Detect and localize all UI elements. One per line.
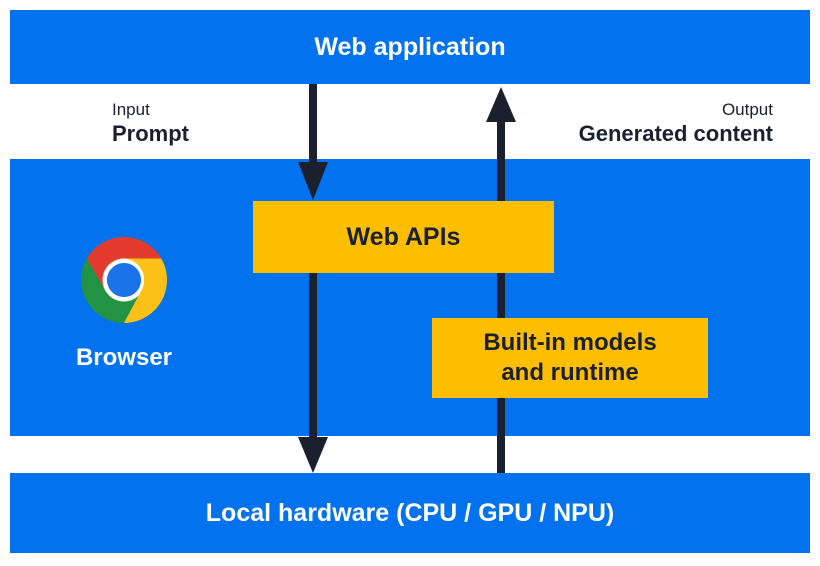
browser-label: Browser xyxy=(75,344,173,371)
input-caption: Input xyxy=(112,100,150,119)
generated-content-label: Generated content xyxy=(578,121,773,146)
chrome-icon xyxy=(81,237,167,323)
output-arrow-line xyxy=(497,122,505,473)
web-apis-label: Web APIs xyxy=(346,222,461,251)
input-arrow-lower-line xyxy=(309,273,317,437)
output-arrow-head-icon xyxy=(486,87,516,122)
local-hardware-layer: Local hardware (CPU / GPU / NPU) xyxy=(10,473,810,553)
browser-layer: Browser Web APIs Built-in models and run… xyxy=(10,159,810,436)
input-arrow-lower-head-icon xyxy=(298,437,328,473)
web-application-label: Web application xyxy=(314,33,506,61)
input-prompt-label: Input Prompt xyxy=(112,99,189,147)
builtin-models-label-line1: Built-in models xyxy=(483,329,657,356)
web-application-layer: Web application xyxy=(10,10,810,84)
prompt-label: Prompt xyxy=(112,121,189,146)
input-arrow-upper-line xyxy=(309,84,317,162)
builtin-models-label-line2: and runtime xyxy=(501,359,639,386)
output-generated-content-label: Output Generated content xyxy=(579,99,773,147)
output-caption: Output xyxy=(721,100,773,119)
builtin-models-box: Built-in models and runtime xyxy=(432,318,708,398)
input-arrow-upper-head-icon xyxy=(298,162,328,200)
web-apis-box: Web APIs xyxy=(253,201,554,273)
local-hardware-label: Local hardware (CPU / GPU / NPU) xyxy=(205,499,615,527)
